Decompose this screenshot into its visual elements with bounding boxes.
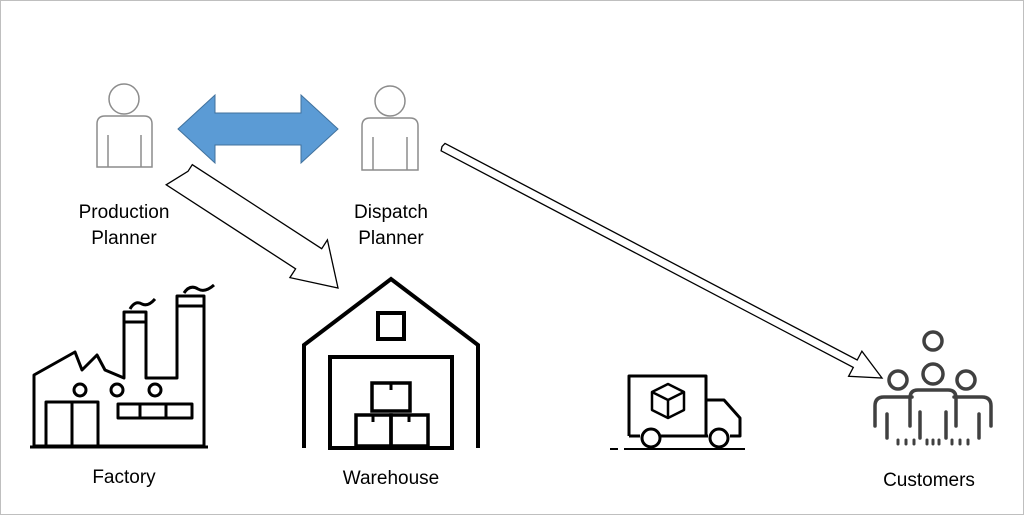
customers-label: Customers — [883, 470, 975, 491]
dispatch-planner-label-line1: Dispatch — [354, 202, 428, 223]
arrow-dispatch-to-customers — [440, 142, 884, 379]
coordination-double-arrow — [177, 93, 339, 165]
warehouse-label: Warehouse — [342, 468, 440, 489]
dispatch-planner-label-line2: Planner — [358, 228, 424, 249]
delivery-truck-icon — [610, 374, 745, 450]
dispatch-planner-person-icon — [361, 85, 419, 171]
factory-label: Factory — [92, 467, 156, 488]
factory-icon — [30, 283, 215, 449]
customers-group-icon — [873, 330, 993, 446]
production-planner-label-line1: Production — [78, 202, 170, 223]
arrow-production-to-warehouse — [164, 163, 339, 289]
production-planner-label: Production Planner — [64, 200, 184, 252]
warehouse-icon — [302, 276, 480, 450]
dispatch-planner-label: Dispatch Planner — [331, 200, 451, 252]
production-planner-person-icon — [96, 83, 153, 168]
production-planner-label-line2: Planner — [91, 228, 157, 249]
